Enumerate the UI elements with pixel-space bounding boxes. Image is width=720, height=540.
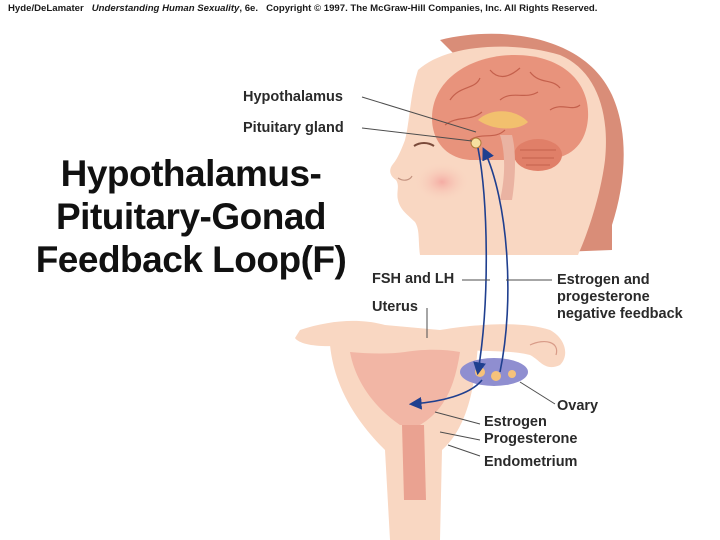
label-progesterone: Progesterone (484, 431, 578, 447)
follicle-3 (508, 370, 516, 378)
fsh-lh-arrow (473, 147, 488, 376)
title-line-3: Feedback Loop(F) (35, 239, 347, 280)
label-endometrium: Endometrium (484, 454, 578, 470)
feedback-arrows (408, 147, 509, 410)
title-line-2: Pituitary-Gonad (55, 196, 327, 237)
page-title: Hypothalamus- Pituitary-Gonad Feedback L… (16, 152, 366, 281)
cerebellum (514, 139, 562, 171)
tube-fimbriae (529, 341, 558, 356)
eye-icon (413, 142, 435, 147)
follicle-1 (475, 367, 485, 377)
header-book-title: Understanding Human Sexuality (91, 3, 240, 14)
header-edition: , 6e. (239, 3, 259, 14)
follicle-2 (491, 371, 501, 381)
label-estrogen: Estrogen (484, 414, 547, 430)
label-hypothalamus: Hypothalamus (243, 89, 343, 105)
pituitary-marker (470, 137, 482, 149)
estrogen-to-uterus-arrow (408, 379, 483, 410)
brain-midline (478, 111, 528, 129)
label-uterus: Uterus (372, 299, 418, 315)
uterus-inner (350, 349, 460, 425)
negative-feedback-arrow (482, 147, 509, 373)
endometrium-leader (447, 444, 481, 457)
ovary-leader (519, 381, 556, 405)
label-feedback-line-3: negative feedback (557, 306, 683, 322)
label-feedback-line-1: Estrogen and (557, 272, 650, 288)
brain-stem (500, 135, 515, 200)
pituitary-leader (361, 127, 473, 142)
progesterone-leader (439, 431, 481, 441)
estrogen-leader (434, 411, 481, 425)
reproductive-illustration (295, 320, 566, 540)
brain-folds (444, 67, 581, 141)
header-authors: Hyde/DeLamater (8, 3, 84, 14)
cervix (402, 425, 426, 500)
cerebellum-folds (520, 149, 556, 166)
title-line-1: Hypothalamus- (60, 153, 322, 194)
brain-shape (432, 55, 589, 160)
label-ovary: Ovary (557, 398, 599, 414)
leader-lines (361, 96, 556, 457)
header-copyright: Copyright © 1997. The McGraw-Hill Compan… (266, 3, 598, 14)
label-fsh-and-lh: FSH and LH (372, 271, 455, 287)
hypothalamus-leader (361, 96, 477, 133)
label-pituitary-gland: Pituitary gland (243, 120, 344, 136)
head-illustration (390, 33, 624, 255)
copyright-header: Hyde/DeLamater Understanding Human Sexua… (8, 3, 712, 14)
cheek-blush (414, 162, 470, 202)
label-feedback-line-2: progesterone (557, 289, 650, 305)
nose-line (397, 175, 413, 181)
